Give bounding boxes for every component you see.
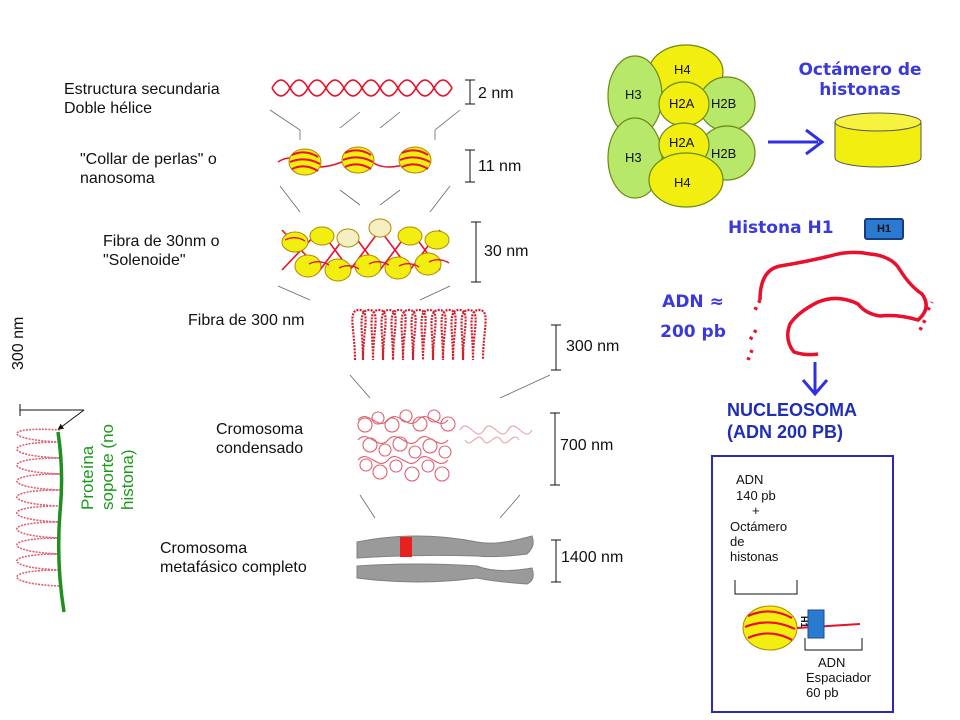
histone-octamer bbox=[607, 44, 756, 208]
zoom-lines-3 bbox=[277, 285, 451, 301]
histone-h2b-top: H2B bbox=[711, 96, 737, 111]
histone-h4-bottom: H4 bbox=[674, 175, 691, 190]
protein-line1: Proteína bbox=[78, 445, 97, 510]
histone-h2a-bottom: H2A bbox=[669, 135, 695, 150]
dna-length-label: ADN ≈ 200 pb bbox=[648, 287, 738, 347]
level-label-line2: nanosoma bbox=[80, 170, 155, 187]
level-label-line2: Doble hélice bbox=[64, 100, 153, 117]
protein-scaffold-label: Proteína soporte (no histona) bbox=[78, 380, 138, 510]
condensed-chromosome bbox=[357, 409, 533, 482]
histone-h4-top: H4 bbox=[674, 62, 691, 77]
level-label-fiber300: Fibra de 300 nm bbox=[188, 312, 305, 329]
zoom-lines-4 bbox=[349, 374, 551, 399]
scaffold-size-label: 300 nm bbox=[10, 316, 27, 370]
level-label-line1: Fibra de 30nm o bbox=[103, 233, 220, 250]
detail-h1-badge: H1 bbox=[799, 616, 809, 628]
size-1400nm: 1400 nm bbox=[561, 549, 624, 566]
size-30nm: 30 nm bbox=[484, 243, 529, 260]
level-label-beads: "Collar de perlas" o nanosoma bbox=[80, 150, 217, 188]
double-helix bbox=[271, 79, 453, 97]
octamer-cylinder bbox=[834, 112, 922, 168]
level-label-metaphase: Cromosoma metafásico completo bbox=[160, 539, 307, 577]
protein-line3: histona) bbox=[118, 449, 137, 510]
level-label-helix: Estructura secundaria Doble hélice bbox=[64, 80, 220, 118]
size-11nm: 11 nm bbox=[478, 158, 522, 175]
size-700nm: 700 nm bbox=[560, 437, 614, 454]
zoom-lines-5 bbox=[359, 494, 521, 519]
dna-line1: ADN ≈ bbox=[662, 292, 724, 312]
level-label-line2: condensado bbox=[216, 440, 304, 457]
level-label-line1: "Collar de perlas" o bbox=[80, 151, 217, 168]
octamer-title-line2: histonas bbox=[819, 80, 901, 100]
nucleosome-detail-box bbox=[711, 455, 894, 713]
beads-on-string bbox=[277, 146, 432, 176]
h1-label: Histona H1 bbox=[728, 218, 834, 238]
histone-h2b-bottom: H2B bbox=[711, 146, 737, 161]
level-label-line2: metafásico completo bbox=[160, 559, 307, 576]
octamer-title-line1: Octámero de bbox=[798, 60, 922, 80]
octamer-title: Octámero de histonas bbox=[785, 60, 935, 100]
detail-spacer-line1: ADN bbox=[818, 655, 846, 670]
size-2nm: 2 nm bbox=[478, 85, 514, 102]
detail-octamer-line2: de bbox=[730, 534, 745, 549]
nucleosome-line2: (ADN 200 PB) bbox=[727, 422, 844, 442]
detail-spacer-line2: Espaciador bbox=[806, 670, 872, 685]
level-label-solenoid: Fibra de 30nm o "Solenoide" bbox=[103, 232, 220, 270]
detail-octamer-line3: histonas bbox=[730, 549, 779, 564]
scaffold-loops bbox=[16, 404, 85, 613]
size-300nm: 300 nm bbox=[566, 338, 620, 355]
dna-strand bbox=[746, 250, 934, 361]
histone-h3-top: H3 bbox=[625, 87, 642, 102]
level-label-line1: Estructura secundaria bbox=[64, 81, 220, 98]
level-label-line1: Cromosoma bbox=[216, 421, 304, 438]
nucleosome-line1: NUCLEOSOMA bbox=[727, 400, 857, 420]
protein-line2: soporte (no bbox=[98, 424, 117, 510]
histone-h3-bottom: H3 bbox=[625, 150, 642, 165]
nucleosome-title: NUCLEOSOMA (ADN 200 PB) bbox=[727, 399, 857, 443]
fiber-300nm bbox=[351, 308, 487, 361]
detail-adn: ADN bbox=[736, 472, 764, 487]
level-label-condensed: Cromosoma condensado bbox=[216, 420, 303, 458]
zoom-lines-1 bbox=[269, 109, 461, 140]
detail-octamer: Octámero de histonas bbox=[730, 519, 787, 564]
zoom-lines-2 bbox=[279, 185, 451, 213]
solenoid-fiber bbox=[281, 218, 450, 282]
detail-spacer-line3: 60 pb bbox=[806, 685, 839, 700]
detail-spacer: ADN Espaciador 60 pb bbox=[806, 655, 871, 700]
level-label-line1: Cromosoma bbox=[160, 540, 248, 557]
nucleosome-detail-art bbox=[734, 580, 863, 651]
detail-octamer-line1: Octámero bbox=[730, 519, 788, 534]
detail-140pb: 140 pb bbox=[736, 488, 776, 503]
dna-line2: 200 pb bbox=[660, 322, 726, 342]
histone-h2a-top: H2A bbox=[669, 96, 695, 111]
h1-badge: H1 bbox=[864, 218, 904, 240]
metaphase-chromosome bbox=[356, 535, 534, 585]
level-label-line2: "Solenoide" bbox=[103, 252, 186, 269]
detail-plus: + bbox=[752, 503, 760, 518]
